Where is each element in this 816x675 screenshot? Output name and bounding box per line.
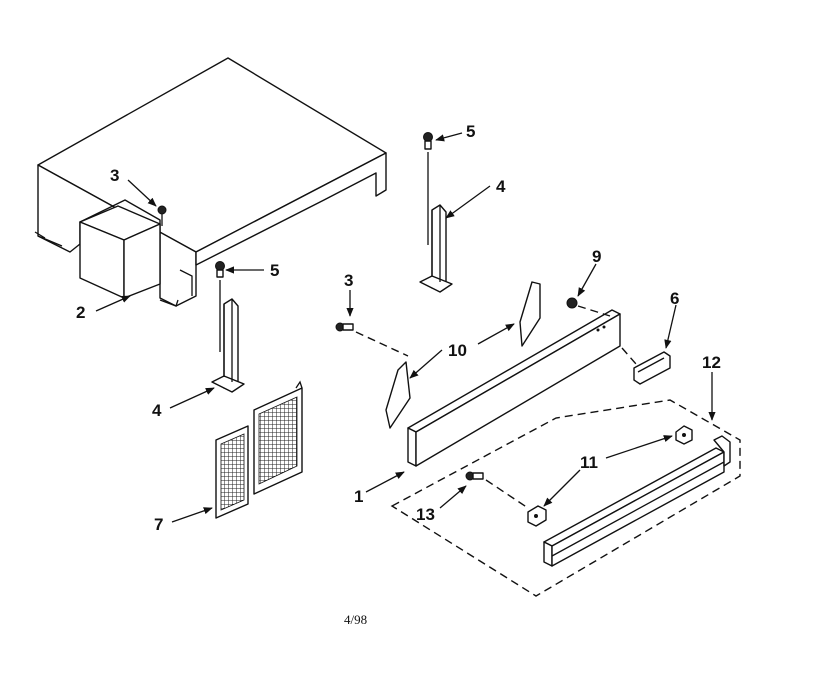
screw-left — [215, 261, 225, 278]
callout-11: 11 — [580, 453, 598, 472]
dashed-screw13-path — [485, 479, 529, 509]
nameplate — [633, 351, 671, 385]
callout-1: 1 — [354, 487, 363, 506]
bracket-left — [211, 298, 245, 393]
callout-12: 12 — [702, 353, 721, 372]
callout-10: 10 — [448, 341, 467, 360]
air-filter-left — [215, 425, 249, 519]
bracket-right — [419, 204, 453, 293]
bracket-10-upper — [519, 281, 541, 347]
callout-7: 7 — [154, 515, 163, 534]
air-filter-right — [253, 380, 303, 495]
nut — [566, 297, 578, 309]
callout-4-left: 4 — [152, 401, 162, 420]
kit-boundary — [390, 399, 741, 597]
bracket-10-lower — [385, 361, 411, 429]
bottom-strip — [543, 435, 731, 567]
dashed-nut-path — [577, 305, 611, 317]
clip-left — [527, 505, 547, 527]
callout-5-left: 5 — [270, 261, 279, 280]
callout-3-mid: 3 — [344, 271, 353, 290]
callout-13: 13 — [416, 505, 435, 524]
revision-date: 4/98 — [344, 612, 367, 627]
screw-upper-right — [423, 132, 433, 150]
callout-3-top: 3 — [110, 166, 119, 185]
cabinet-wrapper — [34, 57, 387, 307]
dashed-plate-path — [621, 347, 637, 365]
leader-lines — [95, 132, 716, 523]
control-box — [79, 205, 161, 299]
callout-2: 2 — [76, 303, 85, 322]
clip-right — [675, 425, 693, 445]
front-panel — [407, 309, 621, 467]
callout-4-right: 4 — [496, 177, 506, 196]
callout-9: 9 — [592, 247, 601, 266]
dashed-screw-path — [355, 331, 409, 357]
screw-top — [157, 205, 167, 226]
callout-6: 6 — [670, 289, 679, 308]
screw-mid — [335, 322, 354, 332]
callout-5-top: 5 — [466, 122, 475, 141]
screw-13 — [465, 471, 484, 481]
